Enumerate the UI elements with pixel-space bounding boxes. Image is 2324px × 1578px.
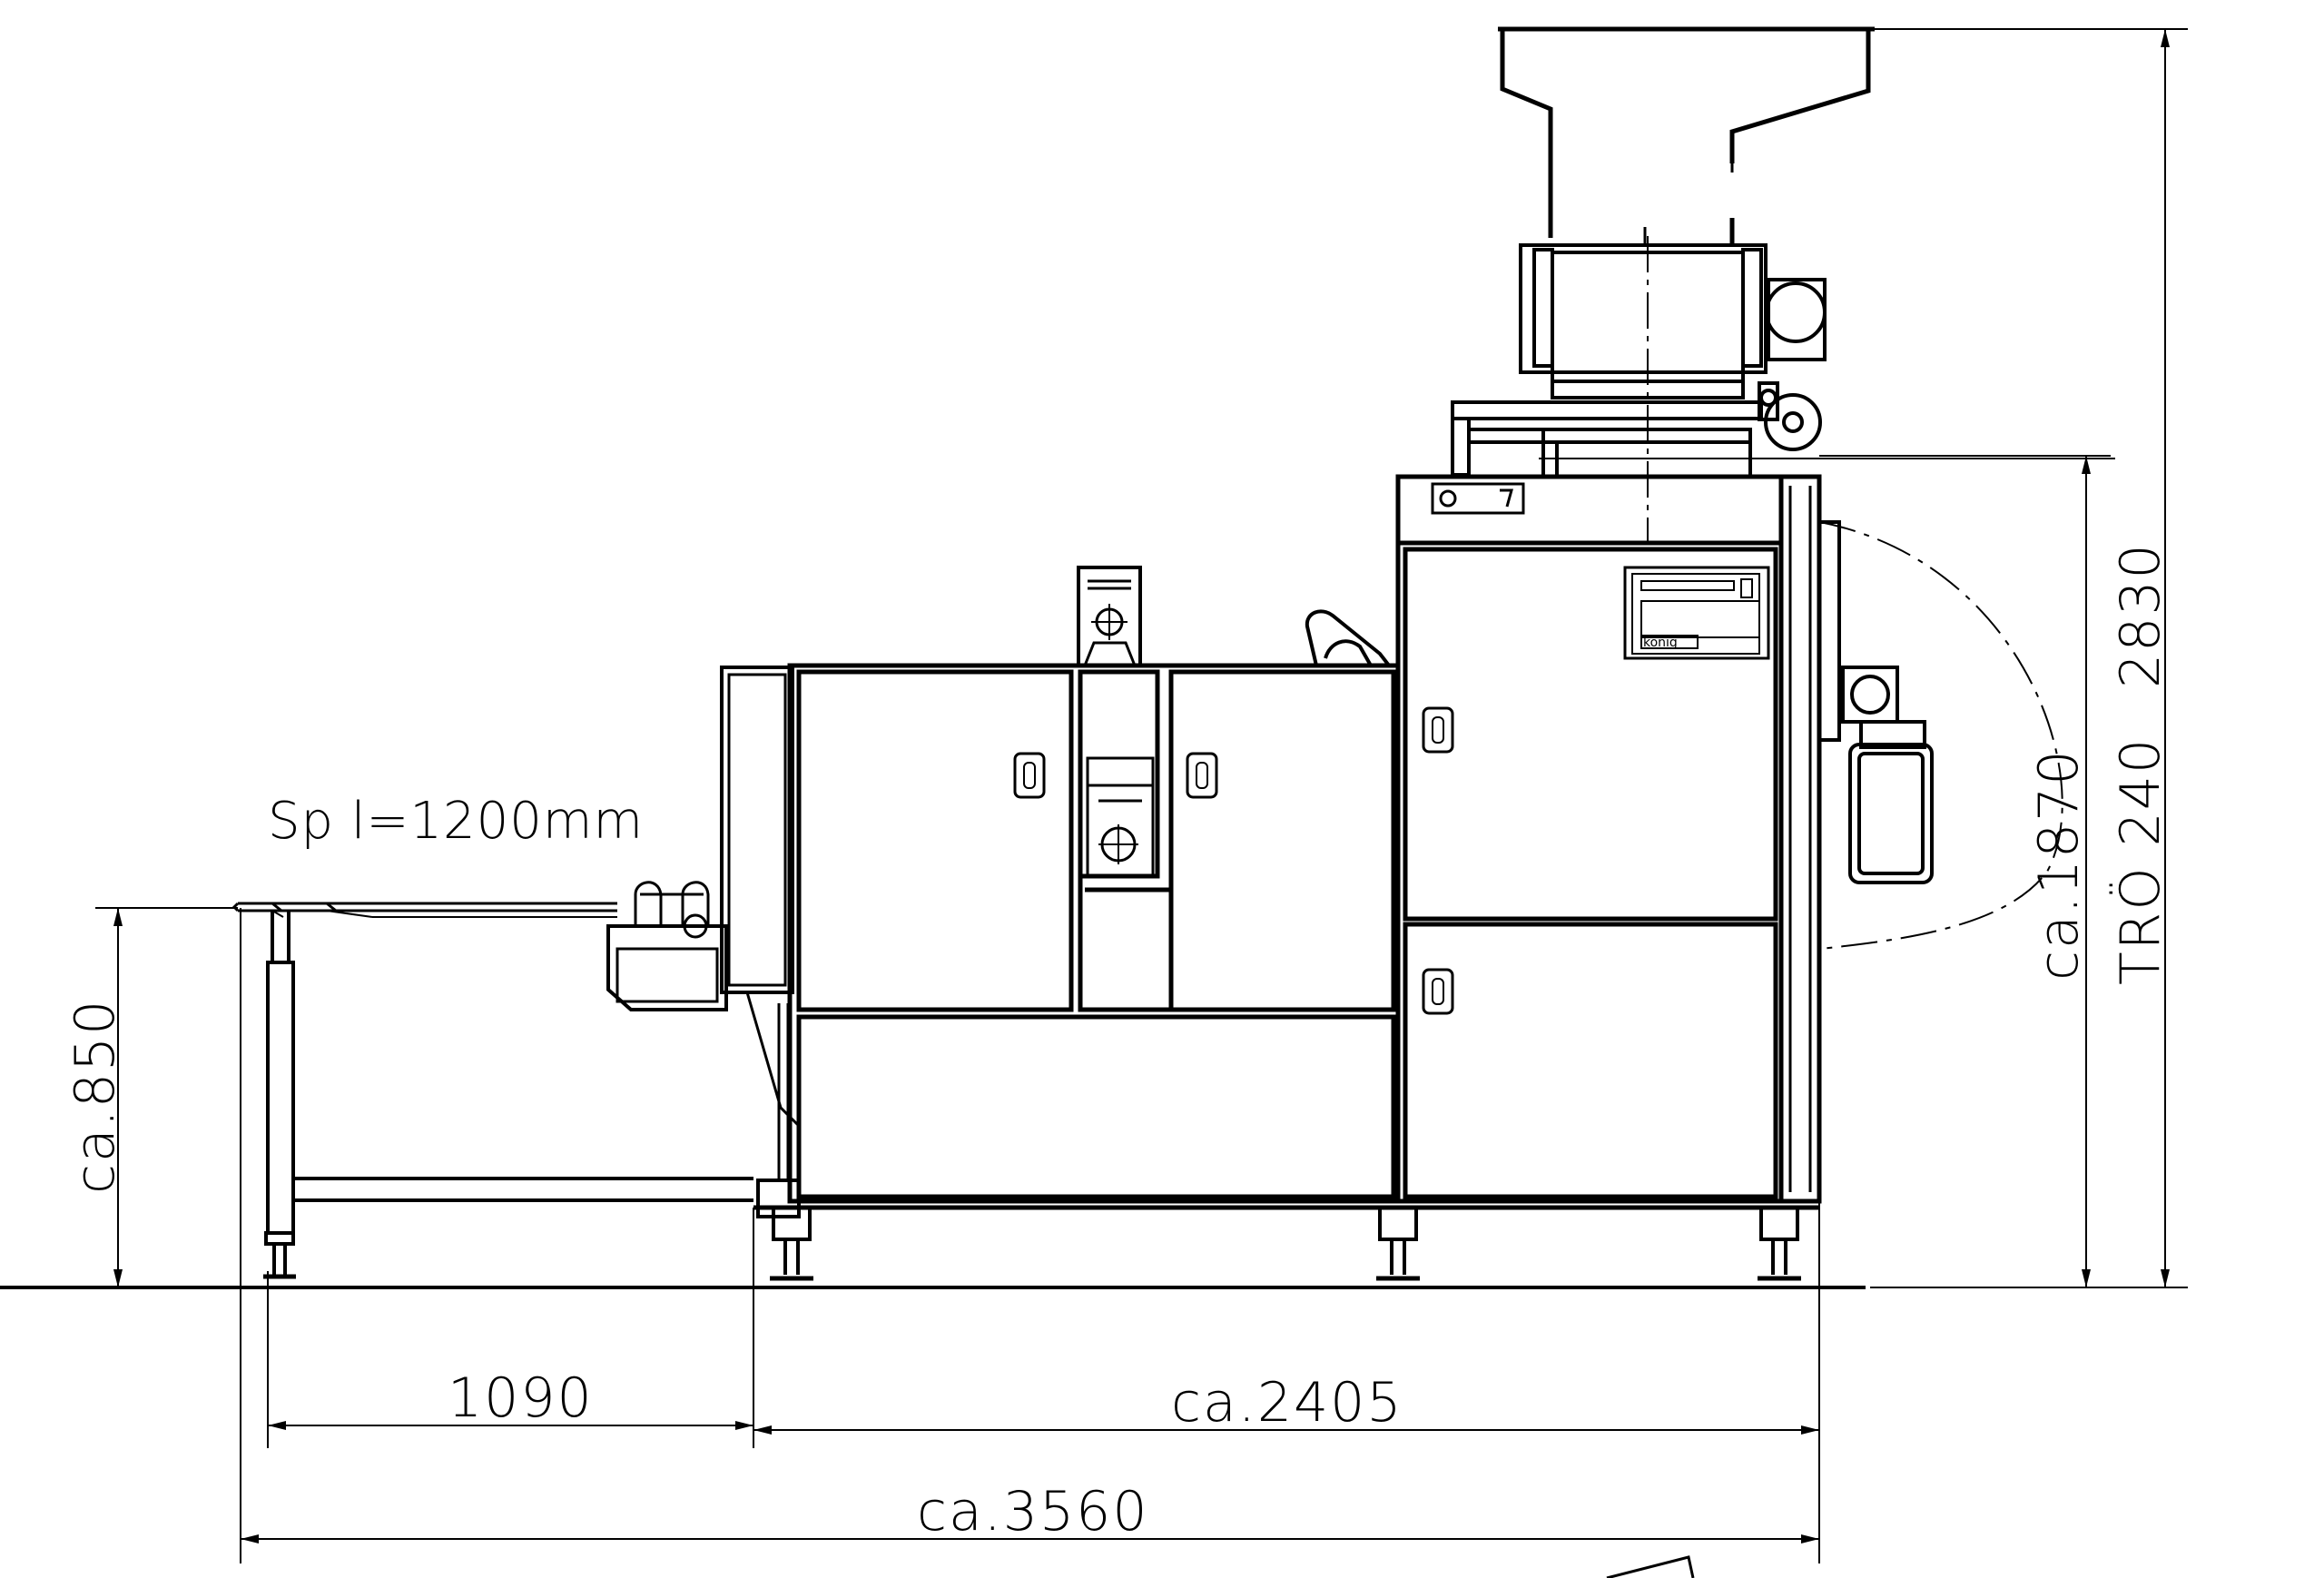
dim-conveyor-length-label: 1090 bbox=[448, 1366, 594, 1430]
dim-total-height-label: 2830 bbox=[2109, 542, 2172, 688]
conveyor-length-note: Sp l=1200mm bbox=[268, 792, 644, 851]
machine-feet bbox=[753, 1205, 1819, 1281]
dim-table-height bbox=[95, 907, 238, 1287]
central-cabinet bbox=[787, 663, 1401, 1204]
drum-housing bbox=[1451, 236, 2115, 545]
dim-hopper-note-label: TRÖ 240 bbox=[2109, 737, 2172, 985]
top-dial-box bbox=[1077, 566, 1142, 667]
dim-horizontal-lines bbox=[240, 908, 1820, 1563]
dim-table-height-label: ca.850 bbox=[64, 999, 127, 1194]
conveyor-drive bbox=[606, 881, 728, 1011]
conveyor-stand bbox=[263, 911, 753, 1279]
section-marker bbox=[1606, 1555, 1695, 1578]
dim-total-height bbox=[1870, 28, 2188, 1288]
main-cabinet bbox=[1395, 474, 1822, 1204]
discharge-column bbox=[720, 666, 801, 1218]
dim-machine-height bbox=[1819, 455, 2111, 1287]
side-motor bbox=[1817, 520, 2063, 950]
conveyor-belt bbox=[231, 902, 617, 918]
hopper bbox=[1498, 26, 1875, 245]
brand-label: könig bbox=[1643, 636, 1678, 650]
dim-total-length-label: ca.3560 bbox=[917, 1480, 1149, 1543]
angled-arm bbox=[1305, 609, 1391, 667]
dim-machine-length-label: ca.2405 bbox=[1171, 1371, 1403, 1435]
dim-machine-height-label: ca.1870 bbox=[2027, 748, 2091, 981]
